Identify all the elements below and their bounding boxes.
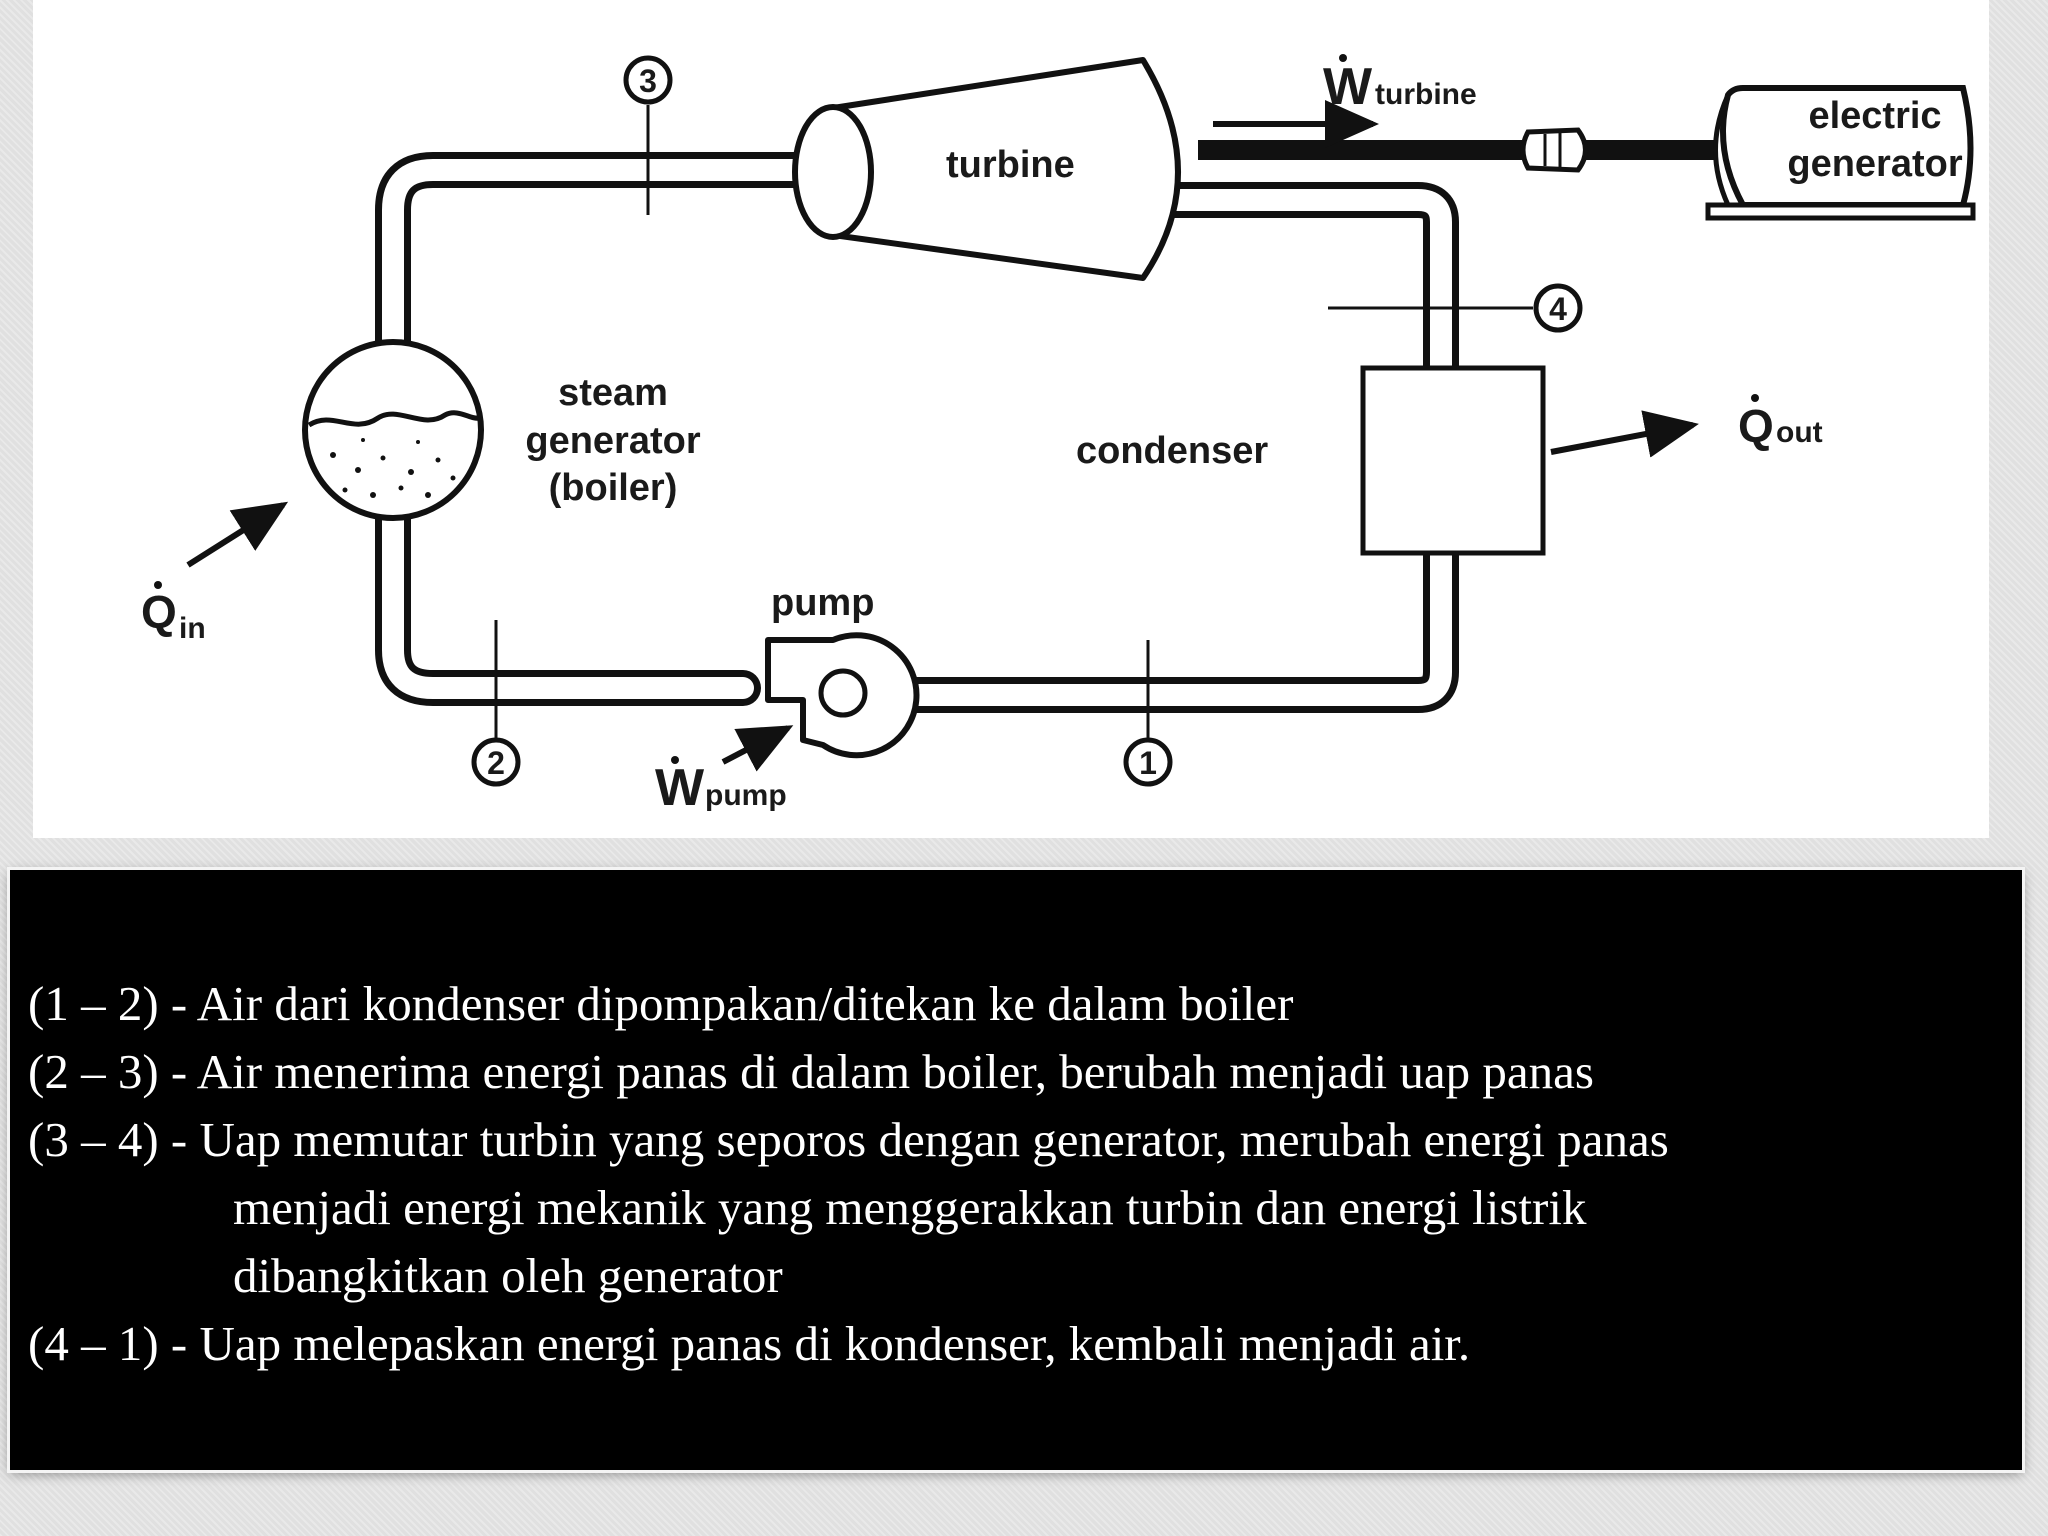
steam-generator-label-line3: (boiler) — [549, 467, 678, 509]
process-description: (1 – 2) - Air dari kondenser dipompakan/… — [28, 970, 2008, 1378]
process-line-1-2: (1 – 2) - Air dari kondenser dipompakan/… — [28, 976, 1294, 1031]
pump-label: pump — [771, 582, 874, 624]
svg-text:Q: Q — [1738, 400, 1774, 452]
q-in-label: Q in — [141, 581, 206, 645]
w-pump-label: W pump — [655, 756, 787, 817]
turbine-label: turbine — [946, 144, 1075, 186]
svg-text:out: out — [1776, 416, 1823, 449]
state-lines — [494, 105, 1533, 740]
svg-text:4: 4 — [1549, 291, 1567, 327]
pipe-loop — [375, 152, 1459, 713]
condenser-label: condenser — [1076, 430, 1268, 472]
q-out-arrow — [1550, 410, 1699, 458]
steam-generator-label-line2: generator — [525, 420, 700, 462]
svg-text:in: in — [179, 612, 206, 645]
svg-text:W: W — [655, 759, 705, 817]
svg-text:Q: Q — [141, 586, 177, 638]
q-in-arrow — [186, 501, 289, 568]
w-pump-arrow — [721, 725, 794, 772]
q-out-label: Q out — [1738, 394, 1823, 452]
pump — [765, 632, 920, 759]
svg-text:3: 3 — [639, 63, 657, 99]
electric-generator — [1705, 85, 1976, 221]
energy-arrows — [186, 100, 1699, 772]
process-line-3-4-cont-1: menjadi energi mekanik yang menggerakkan… — [233, 1180, 1587, 1235]
state-point-4: 4 — [1533, 283, 1583, 333]
state-point-3: 3 — [623, 55, 673, 105]
boiler — [302, 339, 484, 521]
svg-text:W: W — [1323, 58, 1373, 116]
svg-text:turbine: turbine — [1375, 78, 1477, 111]
svg-text:2: 2 — [487, 745, 505, 781]
steam-generator-label-line1: steam — [558, 372, 668, 414]
process-line-2-3: (2 – 3) - Air menerima energi panas di d… — [28, 1044, 1594, 1099]
electric-generator-label-line1: electric — [1808, 95, 1941, 137]
w-turbine-label: W turbine — [1323, 54, 1477, 116]
svg-text:1: 1 — [1139, 745, 1157, 781]
svg-text:pump: pump — [705, 779, 787, 812]
turbine — [792, 57, 1181, 281]
boiler-bubbles — [330, 438, 456, 498]
state-point-1: 1 — [1123, 737, 1173, 787]
process-line-3-4-cont-2: dibangkitkan oleh generator — [233, 1248, 783, 1303]
process-description-panel: (1 – 2) - Air dari kondenser dipompakan/… — [10, 870, 2022, 1470]
process-line-3-4: (3 – 4) - Uap memutar turbin yang seporo… — [28, 1112, 1669, 1167]
state-point-2: 2 — [471, 737, 521, 787]
process-line-4-1: (4 – 1) - Uap melepaskan energi panas di… — [28, 1316, 1471, 1371]
condenser — [1360, 365, 1546, 556]
diagram-canvas: 3 4 2 1 turbine W turbine electric gener… — [141, 54, 1976, 817]
shaft — [1198, 127, 1718, 173]
rankine-cycle-diagram: 3 4 2 1 turbine W turbine electric gener… — [33, 0, 1989, 838]
electric-generator-label-line2: generator — [1787, 143, 1962, 185]
